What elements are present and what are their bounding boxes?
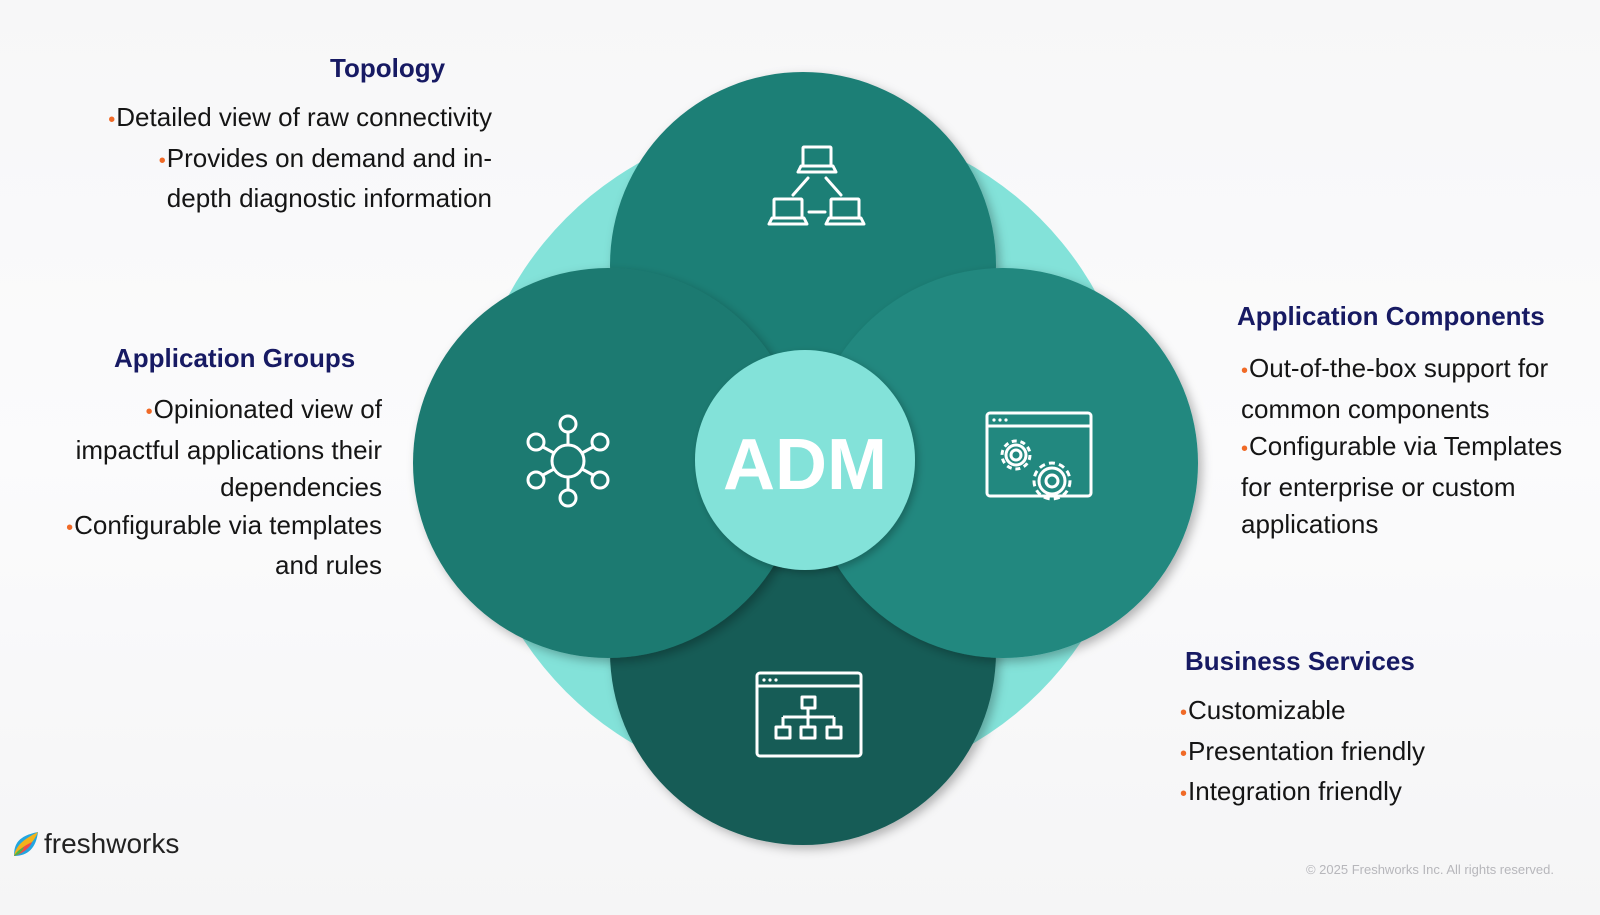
- bullet-icon: •: [1180, 783, 1188, 805]
- window-hierarchy-icon: [755, 671, 863, 758]
- freshworks-brand-text: freshworks: [44, 828, 180, 859]
- application-components-bullets: •Out-of-the-box support for common compo…: [1241, 350, 1586, 544]
- freshworks-logo-icon: [14, 832, 38, 856]
- bullet-icon: •: [1241, 438, 1249, 460]
- application-components-title: Application Components: [1237, 301, 1545, 331]
- topology-bullet: •Detailed view of raw connectivity: [108, 102, 492, 132]
- bullet-icon: •: [145, 401, 153, 423]
- bullet-icon: •: [1241, 360, 1249, 382]
- adm-center-circle: [695, 350, 915, 570]
- application-groups-title: Application Groups: [114, 343, 356, 373]
- application-groups-bullets: •Opinionated view of impactful applicati…: [42, 391, 382, 585]
- bullet-icon: •: [1180, 742, 1188, 765]
- business-services-title: Business Services: [1185, 646, 1415, 676]
- freshworks-logo: freshworks: [12, 828, 179, 860]
- business-services-bullet: •Presentation friendly: [1180, 735, 1426, 766]
- bullet-icon: •: [158, 149, 166, 172]
- window-gears-icon: [985, 411, 1093, 501]
- business-services-bullets: •Customizable •Presentation friendly •In…: [1180, 692, 1500, 814]
- hub-nodes-icon: [526, 414, 610, 508]
- adm-center-label: ADM: [723, 425, 887, 505]
- application-components-bullet: •Configurable via Templates for enterpri…: [1241, 431, 1563, 539]
- business-services-bullet: •Integration friendly: [1180, 776, 1402, 806]
- topology-bullets: •Detailed view of raw connectivity •Prov…: [62, 99, 492, 218]
- bullet-icon: •: [66, 516, 74, 539]
- topology-bullet: •Provides on demand and in-depth diagnos…: [158, 142, 492, 214]
- network-computers-icon: [767, 145, 866, 226]
- application-components-bullet: •Out-of-the-box support for common compo…: [1241, 353, 1549, 424]
- copyright-text: © 2025 Freshworks Inc. All rights reserv…: [1305, 862, 1554, 877]
- application-groups-circle: [413, 268, 803, 658]
- topology-title: Topology: [330, 53, 446, 83]
- bullet-icon: •: [1180, 702, 1188, 724]
- application-groups-bullet: •Opinionated view of impactful applicati…: [75, 394, 382, 502]
- application-groups-bullet: •Configurable via templates and rules: [66, 509, 382, 581]
- bullet-icon: •: [108, 109, 116, 131]
- business-services-bullet: •Customizable: [1180, 695, 1346, 725]
